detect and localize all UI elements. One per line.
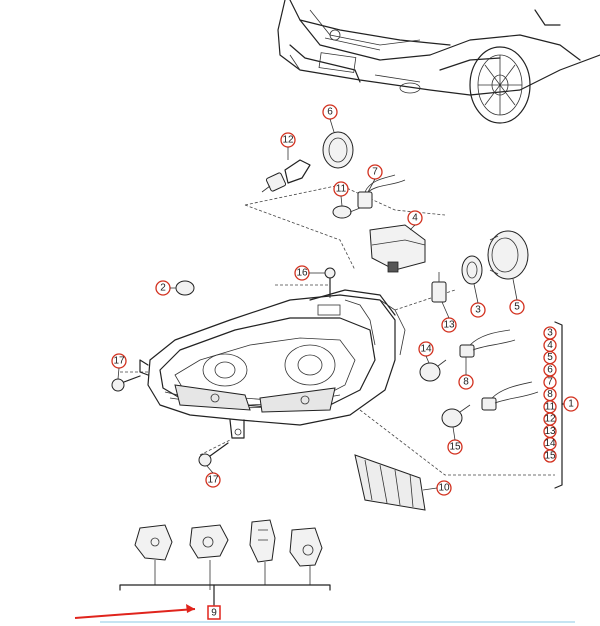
callout-15: 15 [447,439,463,455]
callout-17-lower: 17 [205,472,221,488]
bracket-list-item: 14 [543,437,557,451]
svg-text:4: 4 [412,213,418,224]
bracket-list-label: 5 [547,352,553,363]
connector-wire-part [357,174,406,209]
callout-1: 1 [563,396,579,412]
bracket-list-item: 11 [543,400,557,414]
callout-16: 16 [294,265,310,281]
bracket-list-label: 8 [547,389,553,400]
bracket-list-item: 6 [543,363,557,377]
callouts: 12 6 7 11 4 16 2 3 5 13 14 8 15 17 17 10… [111,104,579,620]
svg-text:11: 11 [336,184,347,195]
callout-6: 6 [322,104,338,120]
bracket-list-item: 4 [543,338,557,352]
callout-4: 4 [407,210,423,226]
bracket-list-label: 14 [544,438,556,449]
svg-text:13: 13 [443,320,455,331]
callout-5: 5 [509,299,525,315]
leader-lines [120,184,555,476]
bulb-14-part [419,359,447,382]
bracket-list-item: 7 [543,375,557,389]
svg-text:17: 17 [113,356,125,367]
svg-text:5: 5 [514,302,520,313]
screw-17-lower-part [198,442,229,467]
svg-text:8: 8 [463,377,469,388]
svg-text:2: 2 [160,283,166,294]
callout-8: 8 [458,374,474,390]
callout-leaders [117,118,518,491]
screw-16-part [324,267,336,297]
callout-10: 10 [436,480,452,496]
svg-text:1: 1 [568,399,574,410]
bulb-holder-part [461,255,483,285]
svg-text:3: 3 [475,305,481,316]
callout-14: 14 [418,341,434,357]
svg-text:14: 14 [420,344,432,355]
svg-text:12: 12 [282,135,294,146]
large-cap-part [487,230,529,280]
connector-8-part [459,329,539,411]
bracket-list-label: 3 [547,328,553,339]
headlight-housing [139,289,406,439]
callout-17-upper: 17 [111,353,127,369]
bracket-list-label: 11 [545,401,556,412]
bracket-list-item: 8 [543,387,557,402]
svg-text:15: 15 [449,442,461,453]
callout-13: 13 [441,317,457,333]
rubber-cap-part [322,131,354,169]
bulb-15-part [441,404,471,428]
svg-text:10: 10 [438,483,450,494]
side-bulb-part [332,205,361,219]
bracket-list-item: 5 [543,350,557,365]
svg-text:16: 16 [296,268,308,279]
callout-12: 12 [280,132,296,148]
bracket-list-label: 13 [544,426,556,437]
adjuster-motor-part [369,224,426,273]
car-front-illustration [277,0,600,124]
bracket-list-label: 6 [547,364,553,375]
bracket-list-label: 7 [547,377,553,388]
callout-7: 7 [367,164,383,180]
bracket-parts-group-9 [119,519,331,606]
callout-11: 11 [333,181,349,197]
bulb-h1-part [431,272,447,303]
bracket-list-item: 15 [543,449,557,463]
svg-text:17: 17 [207,475,219,486]
highlight-arrow [74,604,196,619]
svg-text:7: 7 [372,167,378,178]
callout-2: 2 [155,280,171,296]
bracket-list-label: 15 [544,451,556,462]
bracket-list-label: 4 [547,340,553,351]
svg-text:6: 6 [327,107,333,118]
bracket-list-item: 12 [543,412,557,426]
callout-3: 3 [470,302,486,318]
cap-2-part [175,280,195,296]
cover-10-part [354,454,426,511]
bracket-list-item: 13 [543,424,557,439]
svg-text:9: 9 [211,608,217,619]
bracket-list-circle [543,449,557,463]
callout-9: 9 [207,605,221,620]
bulb-h7-part [261,159,311,193]
bracket-list-item: 3 [543,326,557,340]
screw-17-upper-part [111,375,141,392]
bracket-list-label: 12 [544,414,556,425]
